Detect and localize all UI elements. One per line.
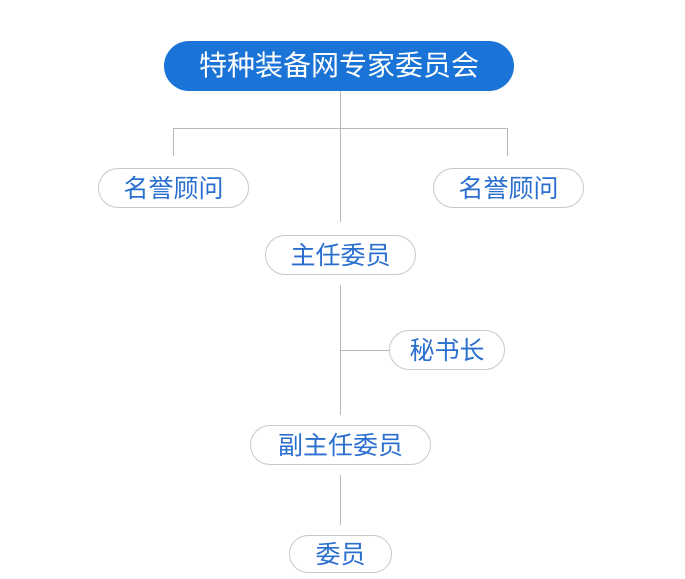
connector-advisor-left: [173, 128, 174, 156]
org-node-vice-director: 副主任委员: [250, 425, 431, 465]
org-node-root: 特种装备网专家委员会: [164, 41, 514, 91]
org-node-honorary-advisor-right: 名誉顾问: [433, 168, 584, 208]
connector-secretary: [340, 350, 390, 351]
connector-advisor-bar: [173, 128, 508, 129]
org-node-honorary-advisor-left: 名誉顾问: [98, 168, 249, 208]
org-node-member: 委员: [289, 535, 392, 573]
connector-advisor-right: [507, 128, 508, 156]
org-node-secretary-general: 秘书长: [389, 330, 505, 370]
connector-root-trunk: [340, 90, 341, 222]
connector-vice-trunk: [340, 475, 341, 525]
org-node-director: 主任委员: [265, 235, 416, 275]
